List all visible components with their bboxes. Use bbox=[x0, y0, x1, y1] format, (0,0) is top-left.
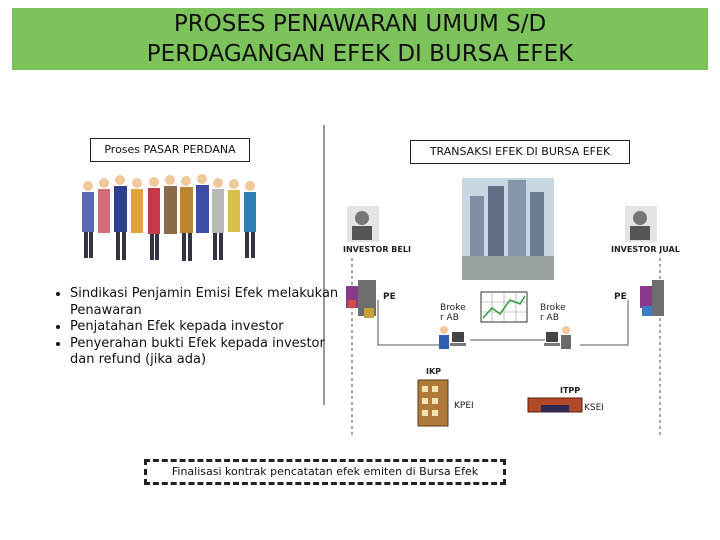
pe-right-building bbox=[640, 280, 664, 316]
kpei-top-label: IKP bbox=[426, 367, 442, 376]
step-item: Penjatahan Efek kepada investor bbox=[70, 319, 340, 336]
exchange-transaction-label: TRANSAKSI EFEK DI BURSA EFEK bbox=[410, 140, 630, 164]
pe-left-label: PE bbox=[383, 292, 396, 302]
investor-buy-label: INVESTOR BELI bbox=[343, 245, 411, 254]
investor-sell-label: INVESTOR JUAL bbox=[611, 245, 680, 254]
finalization-box: Finalisasi kontrak pencatatan efek emite… bbox=[144, 459, 506, 485]
ksei-building bbox=[527, 397, 583, 413]
flow-line-right bbox=[580, 300, 629, 346]
slide-title-line-2: PERDAGANGAN EFEK DI BURSA EFEK bbox=[146, 41, 574, 67]
broker-right-figure bbox=[544, 326, 571, 349]
step-item: Sindikasi Penjamin Emisi Efek melakukan … bbox=[70, 286, 340, 319]
ksei-top-label: ITPP bbox=[560, 386, 581, 395]
flow-line-left bbox=[377, 300, 440, 346]
title-band: PROSES PENAWARAN UMUM S/D PERDAGANGAN EF… bbox=[12, 8, 708, 70]
investor-group-illustration bbox=[82, 174, 256, 261]
trading-board-image bbox=[480, 291, 528, 323]
kpei-label: KPEI bbox=[454, 401, 474, 411]
kpei-building bbox=[417, 379, 449, 427]
broker-left-figure bbox=[439, 326, 466, 349]
investor-sell-photo bbox=[625, 206, 657, 242]
pe-right-label: PE bbox=[614, 292, 627, 302]
investor-buy-photo bbox=[347, 206, 379, 242]
broker-left-label-line2: r AB bbox=[440, 313, 459, 323]
primary-market-steps: Sindikasi Penjamin Emisi Efek melakukan … bbox=[52, 286, 340, 369]
broker-right-label-line2: r AB bbox=[540, 313, 559, 323]
slide-title-line-1: PROSES PENAWARAN UMUM S/D bbox=[173, 11, 547, 37]
broker-left-label-line1: Broke bbox=[440, 303, 466, 313]
stock-exchange-building-image bbox=[462, 178, 554, 280]
ksei-label: KSEI bbox=[584, 403, 604, 413]
step-item: Penyerahan bukti Efek kepada investor da… bbox=[70, 336, 340, 369]
pe-left-building bbox=[346, 280, 376, 318]
primary-market-label: Proses PASAR PERDANA bbox=[90, 138, 250, 162]
broker-right-label-line1: Broke bbox=[540, 303, 566, 313]
